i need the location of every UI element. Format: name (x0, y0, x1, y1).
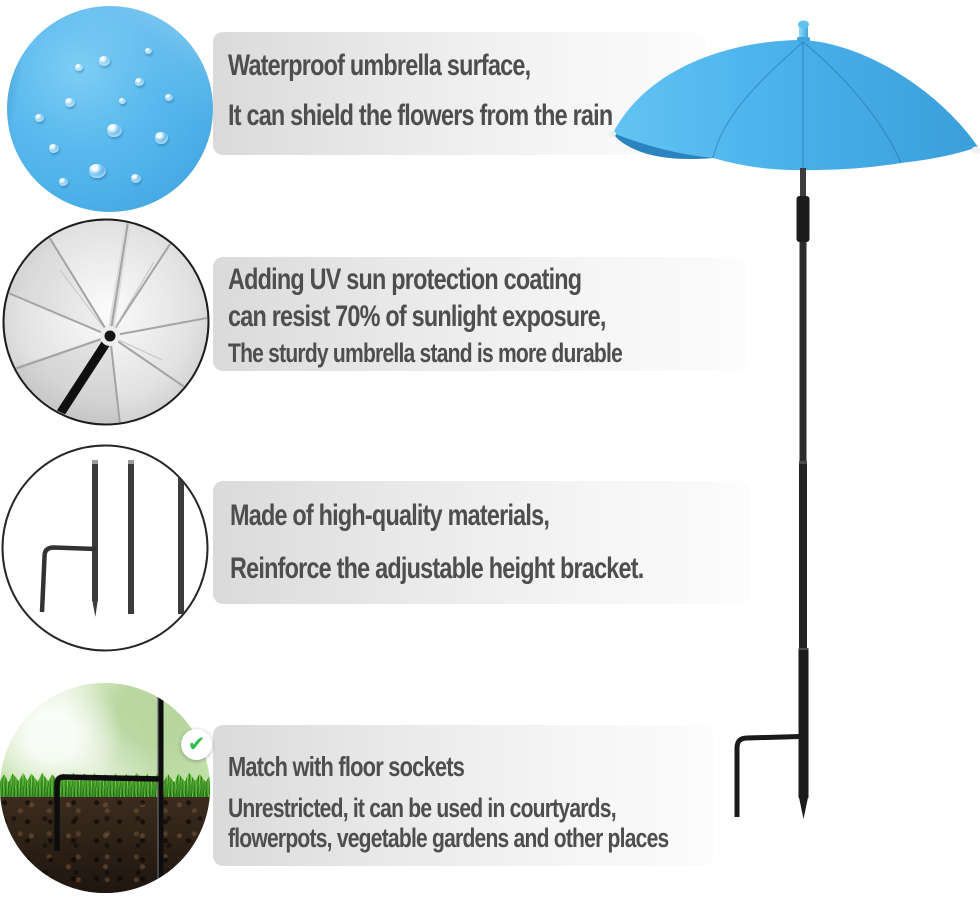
photo-border (1, 444, 209, 652)
feature-panel-4 (213, 725, 713, 866)
water-droplet (155, 132, 168, 144)
fabric-sheen (7, 6, 213, 212)
feature-title: Made of high-quality materials, (230, 499, 550, 532)
feature-line: flowerpots, vegetable gardens and other … (228, 823, 669, 853)
feature-title: Waterproof umbrella surface, (228, 49, 531, 82)
waterproof-fabric-photo (7, 6, 213, 212)
feature-line: Unrestricted, it can be used in courtyar… (228, 793, 617, 823)
water-droplet (49, 144, 59, 153)
water-droplet (99, 56, 110, 66)
feature-text-waterproof: Waterproof umbrella surface, It can shie… (228, 48, 721, 134)
feature-panel-3 (213, 481, 750, 604)
feature-text-floor-sockets: Match with floor sockets Unrestricted, i… (228, 750, 793, 853)
water-droplet (59, 178, 68, 186)
water-droplet (89, 164, 106, 178)
photo-border (2, 218, 210, 426)
water-droplet (131, 174, 141, 183)
foot-step-bracket (39, 545, 97, 613)
soil-cross-section (0, 797, 210, 893)
feature-text-materials: Made of high-quality materials, Reinforc… (230, 498, 760, 587)
rib-tip-cap-right (971, 146, 980, 154)
stake-in-ground (54, 683, 164, 889)
water-droplet (107, 124, 122, 137)
water-droplet (35, 114, 44, 122)
water-droplet (65, 98, 75, 107)
canopy-seams (712, 41, 902, 170)
feature-text-uv-protection: Adding UV sun protection coating can res… (228, 262, 733, 368)
feature-line: The sturdy umbrella stand is more durabl… (228, 338, 623, 368)
pole-spike-tip (798, 795, 809, 819)
feature-title: Match with floor sockets (228, 751, 465, 782)
water-droplet (145, 48, 152, 54)
umbrella-pole (796, 168, 810, 819)
umbrella-underside-photo (2, 218, 210, 426)
water-droplet (135, 78, 144, 86)
water-droplet (119, 98, 126, 104)
pole-segments-photo (1, 444, 209, 652)
feature-title: Adding UV sun protection coating (228, 263, 582, 296)
feature-line: It can shield the flowers from the rain (228, 99, 613, 132)
water-droplet (75, 64, 83, 71)
underside-ribs (5, 221, 207, 423)
rib-hub (104, 330, 116, 342)
ground-stake-photo (0, 683, 210, 893)
check-icon: ✔ (181, 729, 212, 760)
feature-line: can resist 70% of sunlight exposure, (228, 300, 606, 333)
blurred-garden-background (0, 683, 210, 779)
pole-segments (39, 460, 184, 617)
feature-panel-2 (213, 257, 746, 371)
water-droplet (165, 94, 173, 101)
stake-foot-bar (54, 774, 161, 851)
umbrella-pole-stub (55, 335, 113, 419)
feature-line: Reinforce the adjustable height bracket. (230, 552, 644, 585)
umbrella-ferrule (797, 20, 810, 42)
